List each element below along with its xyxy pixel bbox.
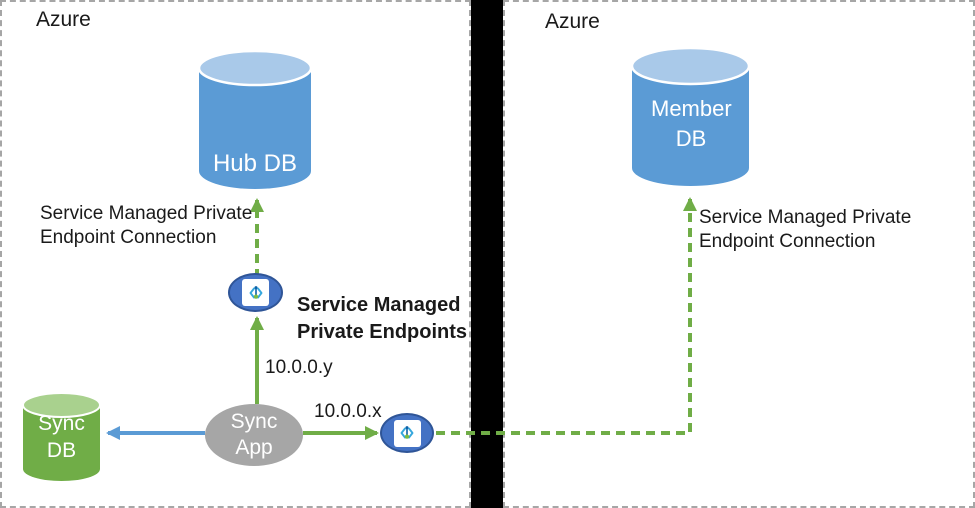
private-endpoint-icon xyxy=(393,419,421,447)
member-db-label: Member DB xyxy=(651,96,732,151)
sync-app-label: Sync App xyxy=(230,409,278,459)
private-endpoint-2 xyxy=(380,413,434,453)
service-managed-private-endpoints-title: Service Managed Private Endpoints xyxy=(297,294,468,343)
hub-db-label: Hub DB xyxy=(212,150,298,177)
sync-db-cylinder: Sync DB xyxy=(22,392,101,482)
right-connection-label: Service Managed Private Endpoint Connect… xyxy=(699,207,912,253)
database-cylinder-icon xyxy=(22,392,101,481)
private-endpoint-1 xyxy=(228,273,283,312)
region-divider-bar xyxy=(471,0,503,508)
right-region-title: Azure xyxy=(545,10,600,33)
database-cylinder-icon xyxy=(630,46,751,186)
ip-label-x: 10.0.0.x xyxy=(314,401,382,422)
ip-label-y: 10.0.0.y xyxy=(265,357,333,378)
database-cylinder-icon xyxy=(197,49,313,189)
member-db-cylinder: Member DB xyxy=(630,46,751,188)
left-region-title: Azure xyxy=(36,8,91,31)
left-connection-label: Service Managed Private Endpoint Connect… xyxy=(40,203,253,249)
sync-app-ellipse: Sync App xyxy=(205,404,303,466)
private-endpoint-icon xyxy=(242,279,269,306)
hub-db-cylinder: Hub DB xyxy=(197,49,313,190)
sync-db-label: Sync DB xyxy=(38,412,85,463)
